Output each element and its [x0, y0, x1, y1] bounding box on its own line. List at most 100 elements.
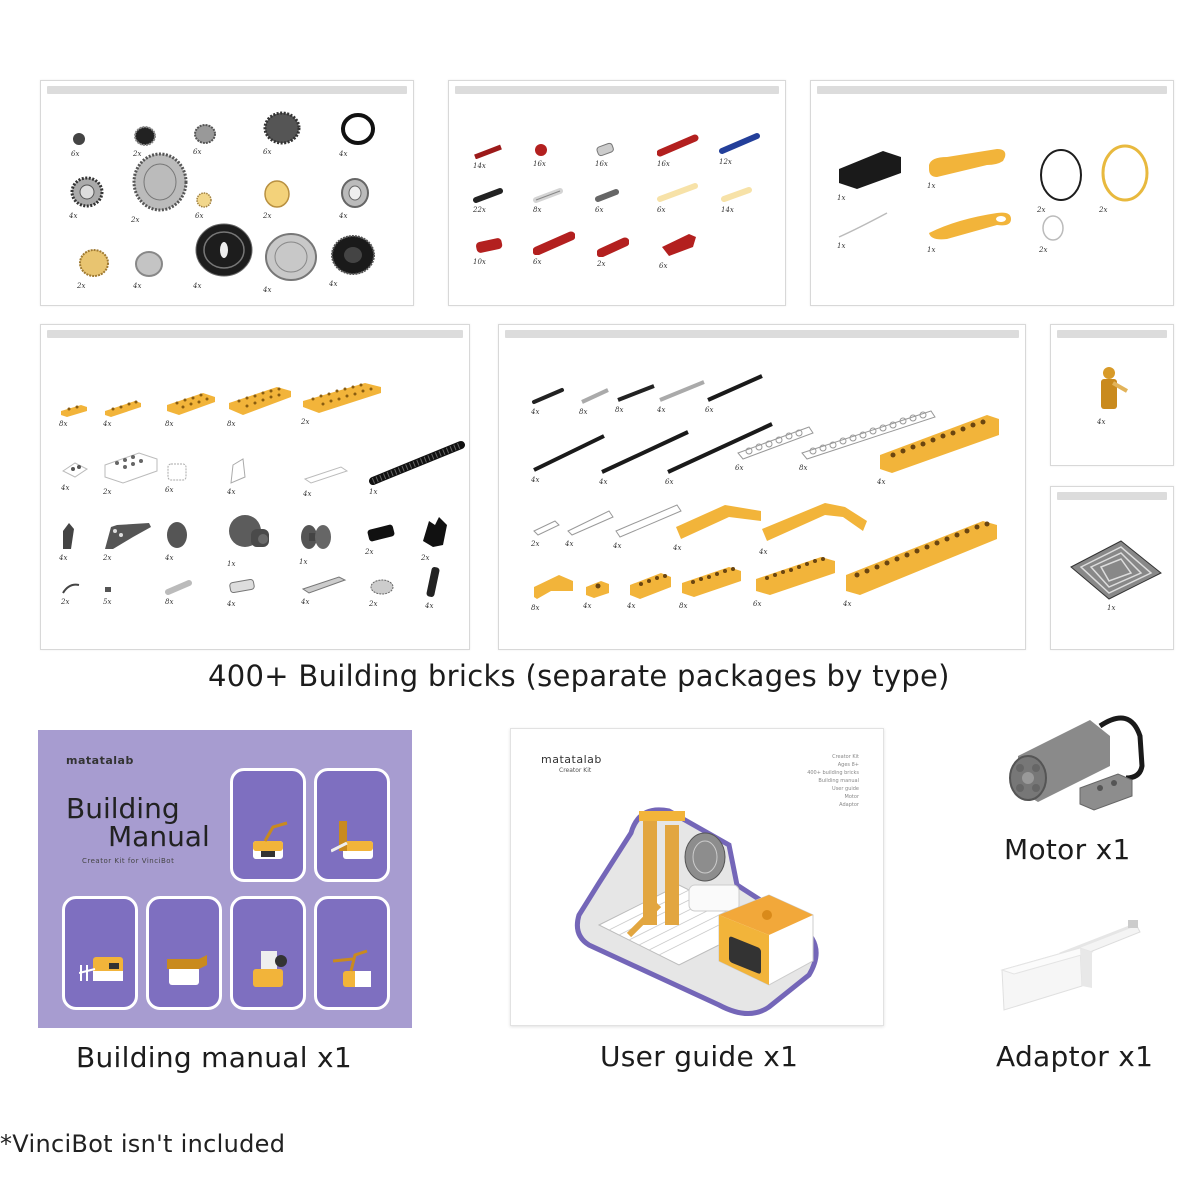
- part-connector-black: 2x: [365, 523, 397, 556]
- gear-icon: [70, 176, 104, 208]
- part-gear-small-black: 2x: [133, 125, 157, 158]
- part-pin-blue: 12x: [719, 131, 761, 166]
- part-pin-red-long: 16x: [657, 133, 699, 168]
- part-beam-yellow-angled-b: 4x: [759, 501, 871, 556]
- connector-icon: [63, 523, 74, 549]
- link-icon: [229, 578, 255, 594]
- gear-icon: [264, 180, 290, 208]
- tire-icon: [195, 223, 253, 277]
- gear-icon: [196, 192, 212, 208]
- brick-icon: [534, 575, 573, 599]
- axle-icon: [659, 380, 705, 402]
- axle-icon: [617, 384, 655, 402]
- robot-model-icon: [332, 949, 371, 987]
- part-beam-white-13: 8x: [799, 407, 939, 472]
- ring-icon: [1101, 144, 1149, 202]
- part-axle-4-black: 8x: [615, 383, 657, 414]
- part-axle-joiner: 4x: [425, 565, 441, 610]
- part-plate-2x8: 2x: [301, 381, 383, 426]
- gear-icon: [79, 249, 109, 277]
- part-plate-1x2: 8x: [59, 401, 89, 428]
- panel-header-bar: [1057, 330, 1167, 338]
- brick-icon: [167, 463, 187, 481]
- part-tire-large-grey: 4x: [263, 231, 319, 294]
- part-gear-tan-crown: 2x: [77, 247, 111, 290]
- mat-icon: [1070, 540, 1162, 600]
- beam-icon: [615, 504, 682, 538]
- part-brick-yellow-6: 8x: [679, 563, 743, 610]
- adaptor-illustration: [1000, 920, 1141, 1011]
- part-rubber-band-clear: 2x: [1039, 213, 1067, 254]
- part-string: 1x: [837, 211, 889, 250]
- gear-icon: [263, 111, 301, 145]
- part-axle-3-black: 4x: [531, 387, 565, 416]
- part-connector-red-short: 2x: [597, 237, 629, 268]
- axle-icon: [532, 388, 564, 404]
- connector-icon: [533, 231, 575, 255]
- part-rack-gear: 4x: [301, 575, 347, 606]
- part-rubber-band-black: 2x: [1037, 147, 1085, 214]
- part-pin-black: 22x: [473, 187, 503, 214]
- wheel-hub-icon: [341, 178, 369, 208]
- part-brick-yellow-l: 8x: [531, 571, 577, 612]
- part-gear-large: 2x: [131, 151, 189, 224]
- creator-kit-model-illustration: [574, 807, 819, 1016]
- part-plate-2x6: 8x: [227, 385, 293, 428]
- parts-panel-rubber-tools: 1x 1x 2x 2x 1x 1x 2x: [810, 80, 1174, 306]
- beam-icon: [762, 503, 867, 541]
- rack-icon: [301, 576, 347, 594]
- part-tweezers: 1x: [927, 209, 1013, 254]
- brick-icon: [682, 567, 741, 597]
- part-rubber-band-yellow: 2x: [1099, 143, 1151, 214]
- robot-model-icon: [79, 957, 123, 981]
- manual-subtitle: Creator Kit for VinciBot: [82, 857, 175, 865]
- tool-icon: [929, 149, 1006, 177]
- part-white-gear-block: 6x: [165, 461, 189, 494]
- axle-icon: [667, 422, 773, 474]
- clip-icon: [105, 587, 111, 592]
- part-beam-white-7: 6x: [735, 423, 817, 472]
- beam-icon: [533, 520, 560, 536]
- chain-icon: [369, 441, 465, 485]
- model-tile: [62, 896, 138, 1010]
- brick-icon: [104, 452, 158, 484]
- panel-header-bar: [1057, 492, 1167, 500]
- part-axle-12-black: 6x: [665, 421, 775, 486]
- part-bush-red: 16x: [533, 143, 549, 168]
- building-manual-cover: matatalab Building Manual Creator Kit fo…: [38, 730, 412, 1028]
- part-angle-connector: 4x: [59, 521, 77, 562]
- part-brick-yellow-4: 4x: [627, 569, 673, 610]
- wedge-icon: [167, 522, 187, 548]
- part-beam-yellow-angled-a: 4x: [673, 501, 765, 552]
- plate-icon: [229, 387, 291, 415]
- connector-icon: [423, 517, 447, 547]
- parts-panel-gears-wheels: 6x 2x 6x 6x 4x 4x 2x 6x 2x 4x 2x: [40, 80, 414, 306]
- pulley-icon: [301, 525, 331, 549]
- axle-icon: [581, 388, 609, 404]
- tire-icon: [135, 251, 163, 277]
- part-plate-2x4: 8x: [165, 391, 217, 428]
- part-pulley-large: 1x: [227, 511, 275, 568]
- panel-header-bar: [455, 86, 779, 94]
- tube-icon: [165, 580, 192, 595]
- pin-icon: [657, 134, 699, 157]
- part-battery-block: 1x: [837, 147, 903, 202]
- part-pin-tan-short: 14x: [721, 185, 753, 214]
- part-gear-small-grey: 6x: [193, 123, 217, 156]
- part-white-tile: 4x: [303, 463, 351, 498]
- tire-icon: [331, 235, 375, 275]
- connector-icon: [596, 142, 614, 157]
- robot-model-icon: [167, 955, 207, 985]
- brick-icon: [630, 573, 671, 599]
- robot-model-icon: [253, 951, 287, 987]
- part-plate-1x4: 4x: [103, 397, 143, 428]
- manual-title-line2: Manual: [108, 820, 210, 853]
- axle-icon: [533, 434, 605, 472]
- part-axle-6-black: 6x: [705, 373, 765, 414]
- part-tiny-clip: 5x: [103, 585, 113, 606]
- beam-icon: [737, 426, 814, 460]
- slope-icon: [230, 458, 246, 484]
- panel-header-bar: [47, 330, 463, 338]
- ring-icon: [1042, 215, 1064, 241]
- part-bushing: 6x: [71, 131, 87, 158]
